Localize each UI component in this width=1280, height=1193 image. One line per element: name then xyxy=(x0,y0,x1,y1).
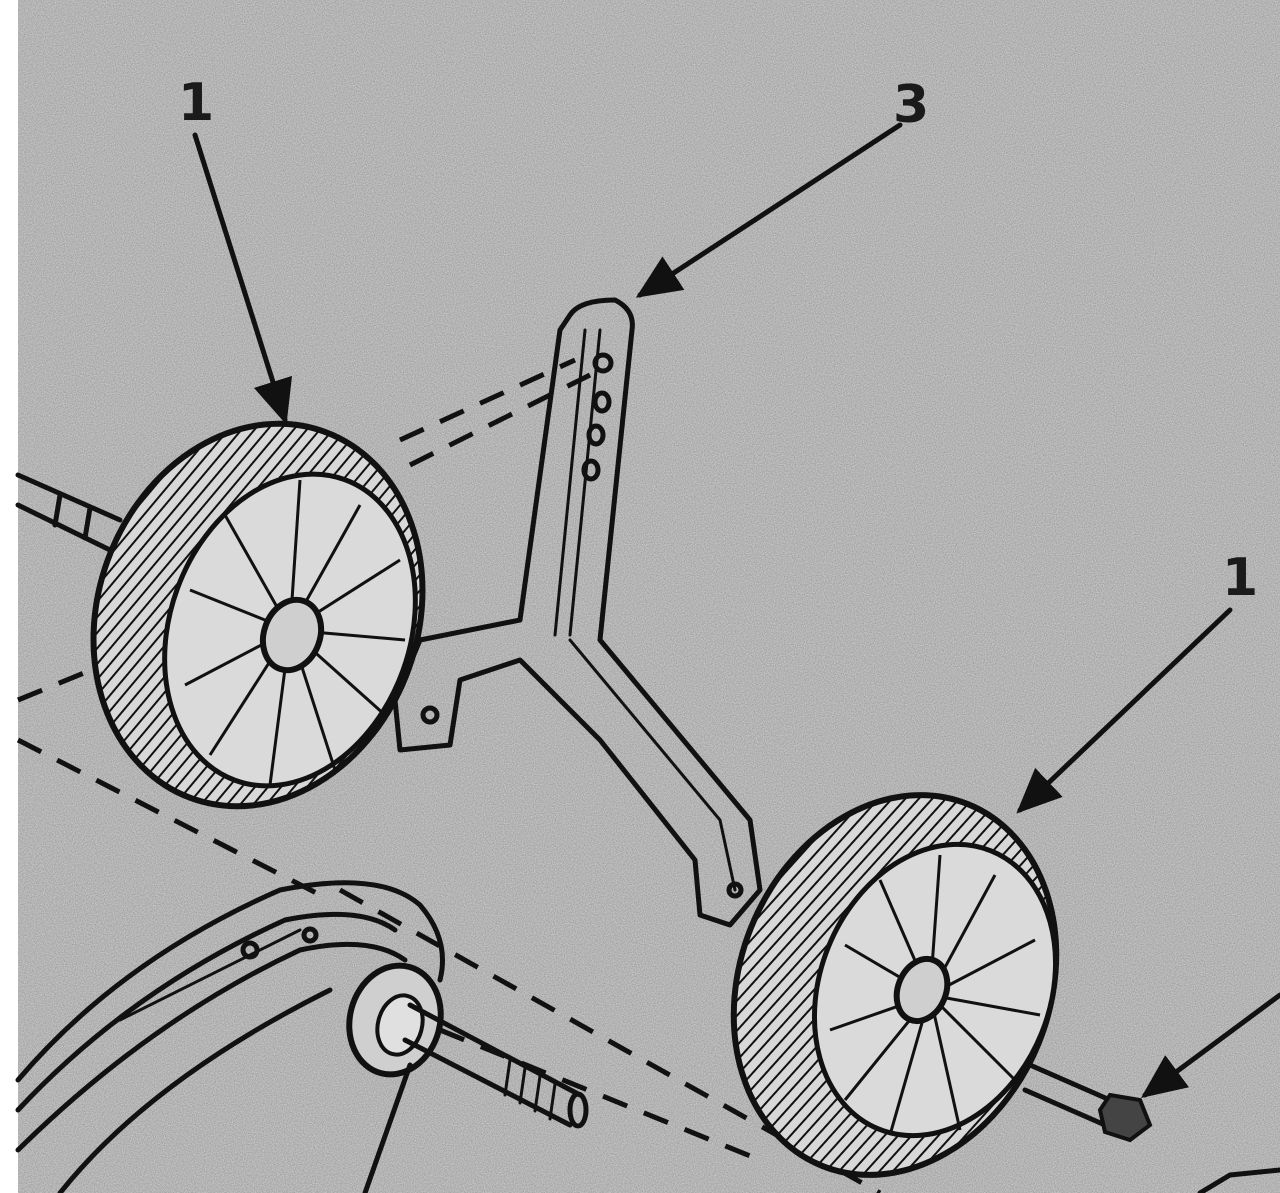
wheel-right xyxy=(730,792,1060,1178)
page-margin xyxy=(0,0,18,1193)
callout-wheel-right: 1 xyxy=(1222,548,1258,608)
leader-lines xyxy=(192,122,1280,1193)
axle-bolt-right xyxy=(1022,1062,1153,1143)
callout-bracket: 3 xyxy=(893,75,929,135)
axle-bolt-left xyxy=(15,472,123,553)
callout-wheel-left: 1 xyxy=(178,73,214,133)
bracket xyxy=(392,297,763,928)
frame-assembly xyxy=(15,880,1280,1193)
